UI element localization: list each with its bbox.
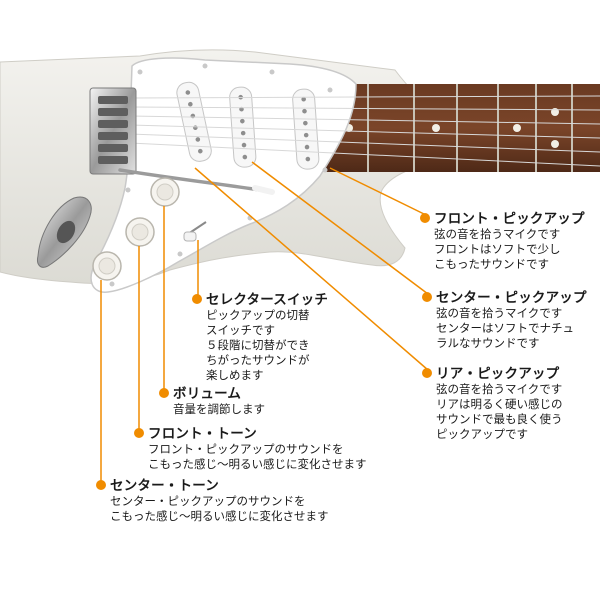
desc-line: センター・ピックアップのサウンドを (110, 494, 306, 508)
desc-line: こもったサウンドです (434, 257, 549, 271)
bullet-dot (192, 294, 202, 304)
callout-title: センター・トーン (110, 478, 219, 494)
leader-center-pickup (251, 161, 429, 295)
bridge (89, 87, 137, 175)
callout-title: ボリューム (173, 386, 242, 402)
callout-desc: フロント・ピックアップのサウンドを こもった感じ～明るい感じに変化させます (148, 442, 367, 472)
desc-line: サウンドで最も良く使う (436, 412, 563, 426)
front-pickup (292, 88, 320, 170)
callout-rear-pickup: リア・ピックアップ 弦の音を拾うマイクです リアは明るく硬い感じの サウンドで最… (422, 366, 563, 442)
center-pickup (229, 86, 257, 168)
callout-title: センター・ピックアップ (436, 290, 587, 306)
callout-title: フロント・トーン (148, 426, 257, 442)
bullet-dot (159, 388, 169, 398)
callout-title: リア・ピックアップ (436, 366, 560, 382)
callout-desc: 音量を調節します (173, 402, 265, 417)
callout-title: セレクタースイッチ (206, 292, 329, 308)
desc-line: ちがったサウンドが (206, 353, 310, 367)
leader-rear-pickup (194, 167, 429, 371)
bullet-dot (96, 480, 106, 490)
bullet-dot (422, 292, 432, 302)
callout-front-pickup: フロント・ピックアップ 弦の音を拾うマイクです フロントはソフトで少し こもった… (420, 211, 585, 272)
desc-line: フロント・ピックアップのサウンドを (148, 442, 344, 456)
rear-pickup (176, 81, 212, 162)
bullet-dot (134, 428, 144, 438)
desc-line: 弦の音を拾うマイクです (436, 382, 563, 396)
desc-line: こもった感じ～明るい感じに変化させます (110, 509, 329, 523)
knobs (92, 177, 180, 281)
callout-desc: センター・ピックアップのサウンドを こもった感じ～明るい感じに変化させます (110, 494, 329, 524)
desc-line: ラルなサウンドです (436, 336, 540, 350)
tremolo-arm (118, 168, 262, 192)
desc-line: 弦の音を拾うマイクです (434, 227, 561, 241)
callout-title: フロント・ピックアップ (434, 211, 585, 227)
callout-front-tone: フロント・トーン フロント・ピックアップのサウンドを こもった感じ～明るい感じに… (134, 426, 367, 472)
callout-center-pickup: センター・ピックアップ 弦の音を拾うマイクです センターはソフトでナチュ ラルな… (422, 290, 587, 351)
callout-desc: 弦の音を拾うマイクです フロントはソフトで少し こもったサウンドです (434, 227, 585, 272)
leader-front-pickup (329, 167, 425, 215)
callout-center-tone: センター・トーン センター・ピックアップのサウンドを こもった感じ～明るい感じに… (96, 478, 329, 524)
callout-selector-switch: セレクタースイッチ ピックアップの切替 スイッチです ５段階に切替ができ ちがっ… (192, 292, 328, 383)
selector-switch (183, 221, 207, 242)
desc-line: リアは明るく硬い感じの (436, 397, 563, 411)
desc-line: ５段階に切替ができ (206, 338, 310, 352)
bullet-dot (422, 368, 432, 378)
desc-line: 楽しめます (206, 368, 264, 382)
callout-desc: ピックアップの切替 スイッチです ５段階に切替ができ ちがったサウンドが 楽しめ… (206, 308, 328, 383)
callout-volume: ボリューム 音量を調節します (159, 386, 265, 417)
desc-line: 弦の音を拾うマイクです (436, 306, 563, 320)
bullet-dot (420, 213, 430, 223)
fretboard (320, 84, 600, 172)
desc-line: ピックアップです (436, 427, 528, 441)
desc-line: こもった感じ～明るい感じに変化させます (148, 457, 367, 471)
desc-line: センターはソフトでナチュ (436, 321, 574, 335)
desc-line: 音量を調節します (173, 402, 265, 416)
desc-line: フロントはソフトで少し (434, 242, 561, 256)
output-jack (37, 196, 92, 268)
center-tone-knob (92, 251, 122, 281)
front-tone-knob (125, 217, 155, 247)
callout-desc: 弦の音を拾うマイクです リアは明るく硬い感じの サウンドで最も良く使う ピックア… (436, 382, 563, 442)
desc-line: スイッチです (206, 323, 275, 337)
desc-line: ピックアップの切替 (206, 308, 310, 322)
pickups (176, 81, 320, 170)
callout-desc: 弦の音を拾うマイクです センターはソフトでナチュ ラルなサウンドです (436, 306, 587, 351)
volume-knob (150, 177, 180, 207)
